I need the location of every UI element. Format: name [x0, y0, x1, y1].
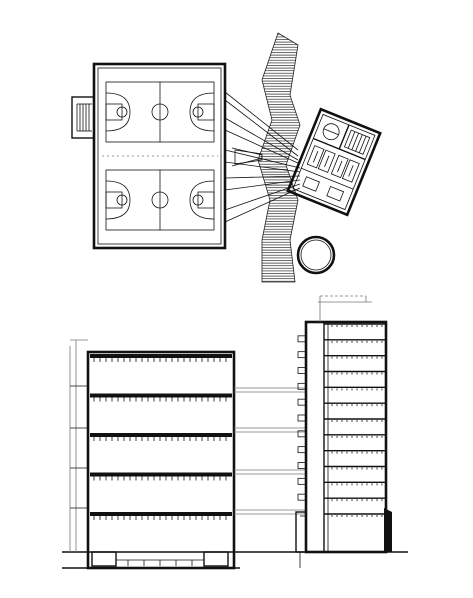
tower-floor-slab	[324, 434, 386, 438]
hall-outer-wall	[92, 62, 227, 250]
tower-floor-slab	[324, 370, 386, 375]
site-plan	[71, 32, 382, 283]
entrance-stair	[71, 96, 95, 139]
tower-floor-slab	[324, 339, 386, 343]
tower-floor-slab	[324, 465, 386, 470]
hall-inner-wall	[97, 67, 222, 245]
tower-balcony	[297, 477, 307, 485]
entrance-stair-treads	[76, 103, 92, 132]
round-tower-plan	[296, 235, 336, 275]
tower-floor-slab	[324, 497, 386, 502]
tower-floor-slab	[324, 354, 386, 359]
building-section	[62, 295, 408, 570]
tower-section	[295, 295, 392, 554]
tower-floor-slab	[324, 481, 386, 486]
tower-floor-slab	[324, 402, 386, 407]
hall-floor-slab	[90, 354, 232, 362]
bridge-deck	[234, 509, 306, 515]
tower-balcony	[297, 382, 307, 390]
section-bridges	[234, 387, 306, 515]
tower-balcony	[297, 430, 307, 438]
hall-floor-slab	[90, 393, 232, 402]
tower-balcony	[297, 446, 307, 454]
hall-base-ticks	[127, 560, 193, 566]
strip-fill	[257, 32, 301, 283]
tower-balcony	[297, 335, 307, 343]
bridge-links	[224, 91, 301, 223]
tower-balcony	[297, 398, 307, 406]
bridge-deck	[234, 469, 306, 475]
basketball-court-2	[105, 169, 215, 231]
tower-floor-slab	[324, 323, 386, 327]
sports-hall-plan	[71, 62, 227, 250]
tower-balcony	[297, 414, 307, 422]
tower-floor-slab	[324, 386, 386, 391]
bridge-deck	[234, 387, 306, 393]
basketball-court-1	[105, 81, 215, 143]
hall-side-ledges	[70, 385, 88, 509]
tower-balconies	[297, 335, 307, 501]
tower-balcony	[297, 367, 307, 374]
tower-floor-slab	[324, 513, 386, 517]
hall-floor-slab	[90, 512, 232, 520]
tower-plan	[286, 107, 382, 217]
tower-balcony	[297, 493, 307, 501]
hall-floor-slabs	[90, 354, 232, 520]
tower-floor-slab	[324, 418, 386, 422]
hatched-ground-strip	[257, 32, 301, 283]
tower-floor-slabs	[324, 323, 386, 517]
tower-balcony	[297, 351, 307, 359]
tower-floor-slab	[324, 449, 386, 454]
tower-base	[295, 508, 392, 553]
hall-floor-slab	[90, 472, 232, 481]
hall-base-left	[91, 551, 117, 567]
bridge-deck	[234, 427, 306, 433]
tower-balcony	[297, 462, 307, 469]
hall-base-right	[203, 551, 229, 567]
hall-floor-slab	[90, 433, 232, 441]
hall-section	[69, 339, 236, 570]
